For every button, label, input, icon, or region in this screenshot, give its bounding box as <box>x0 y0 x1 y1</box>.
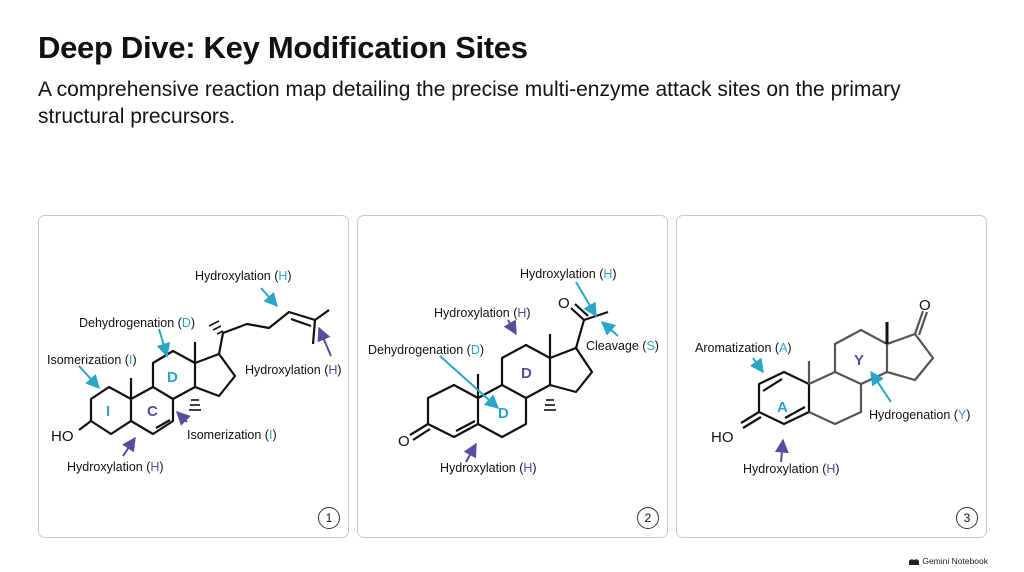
annotation-label: Hydroxylation (H) <box>520 267 617 281</box>
annotation-label: Hydroxylation (H) <box>743 462 840 476</box>
molecule-skeleton-3-rings <box>807 310 935 426</box>
structure-diagram-2: O O D D Hydroxylation (H) Hydroxylation … <box>368 267 659 475</box>
molecule-skeleton-2 <box>409 303 609 441</box>
stereo-hashes-2 <box>544 399 556 411</box>
hydroxyl-atom-label: HO <box>51 428 74 445</box>
annotation-label: Hydroxylation (H) <box>195 269 292 283</box>
panel-1: HO I C D Hydroxylation (H) Dehydrogenati… <box>38 215 349 538</box>
annotation-label: Hydroxylation (H) <box>434 306 531 320</box>
annotation-label: Dehydrogenation (D) <box>368 343 484 357</box>
panel-2: O O D D Hydroxylation (H) Hydroxylation … <box>357 215 668 538</box>
structure-diagram-1: HO I C D Hydroxylation (H) Dehydrogenati… <box>47 269 342 474</box>
arrow-icon <box>575 281 597 318</box>
panel-3: O HO A Y Aromatization (A) Hydrogenation… <box>676 215 987 538</box>
arrow-icon <box>122 436 136 457</box>
page-title: Deep Dive: Key Modification Sites <box>38 30 528 65</box>
stereo-hashes-1 <box>189 320 224 411</box>
hydroxyl-atom-label: HO <box>711 429 734 446</box>
ring-label: I <box>106 403 110 420</box>
annotation-label: Hydroxylation (H) <box>245 363 342 377</box>
notebook-logo-icon <box>909 558 920 565</box>
arrow-icon <box>503 319 517 336</box>
annotation-label: Dehydrogenation (D) <box>79 316 195 330</box>
panel-number-badge: 1 <box>318 507 340 529</box>
structure-diagram-3: O HO A Y Aromatization (A) Hydrogenation… <box>695 297 970 476</box>
ketone-atom-label: O <box>919 297 931 314</box>
panel-number-badge: 3 <box>956 507 978 529</box>
molecule-skeleton-3 <box>740 370 811 429</box>
ring-label: D <box>167 369 178 386</box>
page-subtitle: A comprehensive reaction map detailing t… <box>38 78 901 128</box>
annotation-label: Aromatization (A) <box>695 341 792 355</box>
ketone-atom-label: O <box>558 295 570 312</box>
arrow-icon <box>439 355 500 409</box>
arrow-icon <box>600 321 619 337</box>
annotation-label: Isomerization (I) <box>47 353 137 367</box>
molecule-skeleton-1 <box>78 309 330 436</box>
annotation-label: Isomerization (I) <box>187 428 277 442</box>
footer-brand-label: Gemini Notebook <box>922 556 988 566</box>
arrow-icon <box>463 442 477 463</box>
annotation-label: Hydrogenation (Y) <box>869 408 970 422</box>
ring-label: D <box>521 365 532 382</box>
annotation-label: Cleavage (S) <box>586 339 659 353</box>
ring-label: C <box>147 403 158 420</box>
annotation-label: Hydroxylation (H) <box>67 460 164 474</box>
arrow-icon <box>156 328 171 358</box>
ring-label: A <box>777 399 788 416</box>
arrow-icon <box>870 370 892 403</box>
footer-brand: Gemini Notebook <box>909 556 988 566</box>
panel-number-badge: 2 <box>637 507 659 529</box>
ring-label: D <box>498 405 509 422</box>
arrow-icon <box>749 357 764 374</box>
ketone-atom-label: O <box>398 433 410 450</box>
arrow-icon <box>260 287 278 308</box>
arrow-icon <box>176 411 191 426</box>
arrow-icon <box>78 365 100 390</box>
arrow-icon <box>317 326 332 357</box>
arrow-icon <box>774 438 789 463</box>
ring-label: Y <box>854 352 864 369</box>
annotation-label: Hydroxylation (H) <box>440 461 537 475</box>
